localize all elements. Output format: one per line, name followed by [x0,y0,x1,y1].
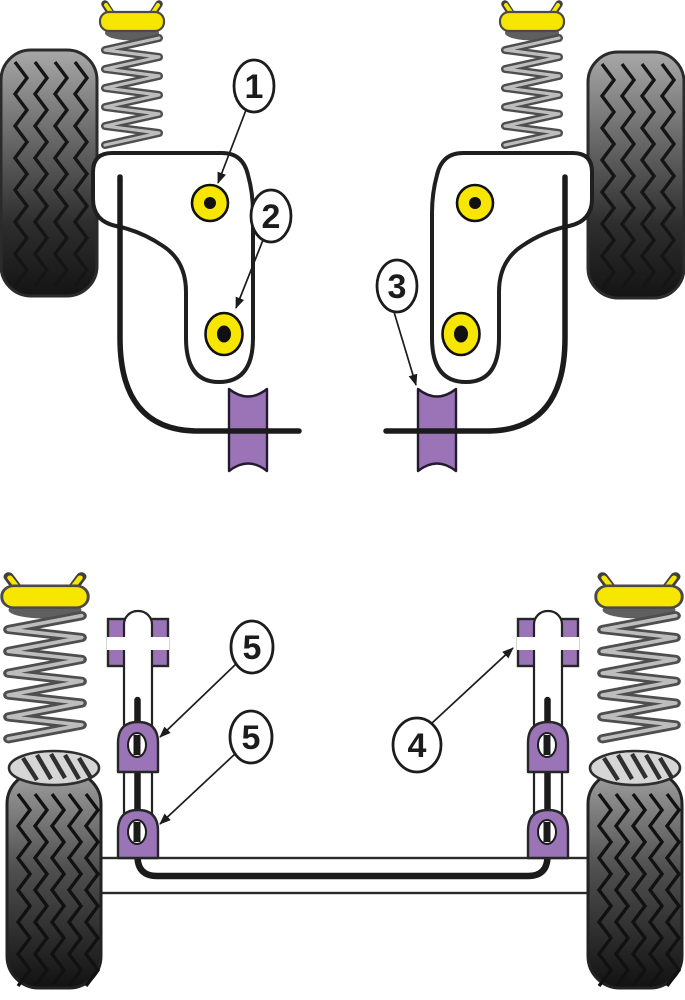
callout-arrows [159,109,514,825]
right-wishbone-assembly [386,153,592,471]
callout-5b-arrow [159,752,237,825]
callout-2-label: 2 [262,198,281,236]
callout-5a-arrow [159,663,237,738]
callout-5a-label: 5 [243,629,262,667]
top-left-spring-icon [100,4,164,145]
callout-4-badge: 4 [391,716,443,774]
callout-3-badge: 3 [375,258,419,314]
top-right-spring-icon [500,4,564,145]
callout-1-arrow [217,109,247,184]
callout-2-arrow [235,239,264,309]
callout-1-label: 1 [245,68,264,106]
bottom-left-spring-icon [2,577,88,739]
callout-2-badge: 2 [249,188,293,244]
bottom-left-tire [7,751,101,988]
callout-5b-badge: 5 [228,709,274,765]
callout-3-label: 3 [388,268,407,306]
anti-roll-bar [134,696,551,880]
callout-1-badge: 1 [232,58,276,114]
bottom-right-tire [588,751,682,988]
callout-4-label: 4 [408,727,427,765]
bottom-right-spring-icon [596,577,682,739]
front-left-tire [1,50,97,296]
callout-5a-badge: 5 [229,619,275,675]
callout-4-arrow [431,647,514,724]
callout-3-arrow [393,311,418,386]
front-right-tire [588,52,684,298]
callout-5b-label: 5 [242,719,261,757]
